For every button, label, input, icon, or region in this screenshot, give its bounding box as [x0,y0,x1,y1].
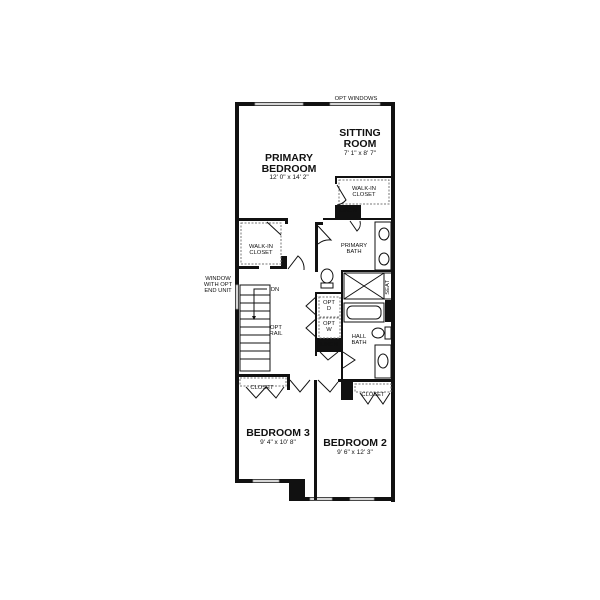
stairs-down-label: DN [270,287,280,293]
opt-d-1: OPT [323,300,335,306]
seat-label: SEAT [384,280,391,295]
closet-outlines [239,179,392,393]
walkin-closet-right-2: CLOSET [352,192,376,199]
opt-w-2: W [326,327,332,334]
walkin-closet-left-2: CLOSET [249,250,273,257]
closet-bedroom-3: CLOSET [250,385,274,391]
interior-walls [237,176,395,500]
sitting-room-name-2: ROOM [343,138,377,151]
bedroom-2-dims: 9' 6" x 12' 3" [337,449,373,456]
bath-fixtures [320,221,393,379]
stairs[interactable] [239,284,271,372]
bedroom-3-name: BEDROOM 3 [246,427,310,439]
opt-rail-1: OPT [270,325,282,331]
hall-bath-1: HALL [351,334,367,340]
walkin-closet-left-1: WALK-IN [249,244,273,250]
primary-bedroom-name-2: BEDROOM [261,163,317,176]
opt-d-2: D [326,306,332,313]
windows [235,102,381,501]
opt-rail-2: RAIL [269,331,283,338]
doors[interactable] [245,184,391,405]
linen-top: LINEN [339,208,357,214]
bedroom-2-name: BEDROOM 2 [323,437,387,449]
primary-bedroom-dims: 12' 0" x 14' 2" [269,174,309,181]
hall-bath-2: BATH [351,340,367,347]
opt-w-1: OPT [323,321,335,327]
primary-bath-2: BATH [346,249,362,256]
sitting-room-dims: 7' 1" x 8' 7" [343,150,377,157]
linen-bottom: LINEN [320,342,338,348]
window-note-3: END UNIT [204,288,232,295]
opt-windows-label: OPT WINDOWS [334,96,378,102]
bedroom-3-dims: 9' 4" x 10' 8" [260,439,296,446]
primary-bath-1: PRIMARY [340,243,368,249]
walkin-closet-right-1: WALK-IN [352,186,376,192]
sitting-room-name-1: SITTING [339,127,381,139]
primary-bedroom-name-1: PRIMARY [264,152,314,164]
window-note-2: WITH OPT [203,282,233,289]
closet-bedroom-2: CLOSET [361,392,385,398]
window-note-1: WINDOW [205,276,231,282]
